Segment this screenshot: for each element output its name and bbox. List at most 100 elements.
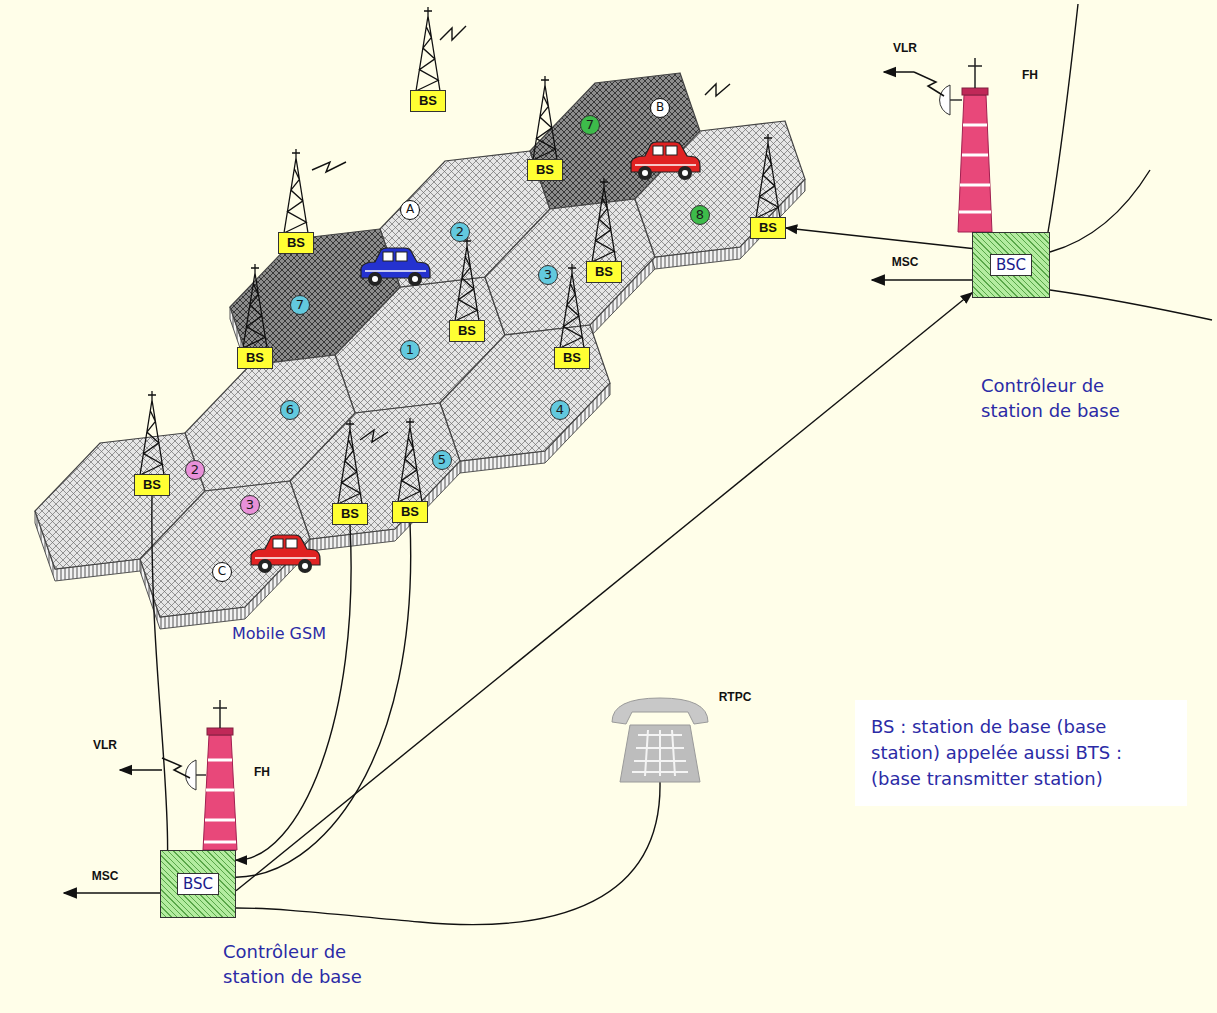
car-stripe: [365, 270, 426, 272]
base-station-box: BS: [134, 474, 170, 496]
signal-zigzag: [312, 26, 730, 442]
lattice-tower: [592, 187, 616, 262]
network-label: FH: [1022, 68, 1038, 82]
car-wheel: [408, 272, 422, 286]
cell-tops: [35, 73, 805, 617]
car-wheel: [638, 166, 652, 180]
msc-arrow: [64, 892, 160, 894]
lattice-tower: [416, 16, 440, 91]
cell-number: 3: [538, 265, 558, 285]
car: [361, 248, 430, 286]
tower-antenna: [148, 391, 156, 400]
bs-label: BS: [528, 160, 562, 180]
car-wheel: [298, 559, 312, 573]
network-label: VLR: [893, 41, 917, 55]
vlr-arrow: [884, 71, 914, 73]
network-label: RTPC: [719, 690, 752, 704]
car-wheel: [678, 166, 692, 180]
car-window: [653, 146, 663, 155]
tower-antenna: [600, 178, 608, 187]
cell-number: 1: [400, 340, 420, 360]
tower-antenna: [251, 264, 259, 273]
bs-label: BS: [393, 502, 427, 522]
antenna-towers: [140, 7, 780, 504]
radio-zigzag: [914, 72, 944, 96]
bsc-caption: Contrôleur de station de base: [223, 939, 388, 989]
base-station-box: BS: [278, 232, 314, 254]
mobile-letter: C: [212, 562, 232, 582]
dish: [940, 85, 950, 115]
mobile-cars: [251, 142, 700, 573]
mast-bands: [204, 760, 236, 842]
cell-number: 5: [432, 450, 452, 470]
lattice-tower: [284, 158, 308, 233]
bs-label: BS: [555, 348, 589, 368]
bs-label: BS: [751, 218, 785, 238]
base-station-box: BS: [527, 159, 563, 181]
cell-number: 7: [290, 295, 310, 315]
mast-antenna: [968, 58, 982, 88]
car-window: [286, 539, 297, 548]
lattice-tower: [455, 246, 479, 321]
car: [631, 142, 700, 180]
tower-antenna: [346, 420, 354, 429]
cell-number: 3: [240, 495, 260, 515]
radio-zigzag: [162, 758, 190, 778]
car-hub: [372, 276, 378, 282]
lattice-tower: [533, 85, 557, 160]
bs-label: BS: [279, 233, 313, 253]
network-label: VLR: [93, 738, 117, 752]
cell-number: 2: [185, 460, 205, 480]
phone-wire: [236, 782, 660, 925]
base-station-box: BS: [586, 261, 622, 283]
car-window: [383, 252, 393, 261]
relay-mast: [958, 95, 992, 232]
trunk-lines: [1048, 4, 1212, 320]
msc-arrow: [872, 279, 972, 281]
car-hub: [642, 170, 648, 176]
note-text: BS : station de base (base station) appe…: [871, 714, 1171, 792]
phone-handset: [612, 698, 708, 724]
dish: [186, 760, 196, 790]
car-window: [396, 252, 407, 261]
car-window: [666, 146, 677, 155]
car-window: [273, 539, 283, 548]
network-label: MSC: [892, 255, 919, 269]
bsc-label: BSC: [177, 873, 219, 895]
car-hub: [412, 276, 418, 282]
link-line: [236, 523, 411, 877]
cell-number: 4: [550, 400, 570, 420]
mast-cap: [207, 728, 233, 735]
car-hub: [682, 170, 688, 176]
base-station-box: BS: [392, 501, 428, 523]
link-line: [236, 525, 351, 860]
mobile-letter: A: [400, 200, 420, 220]
cell-number: 8: [690, 205, 710, 225]
base-station-box: BS: [410, 90, 446, 112]
cell-number: 6: [280, 400, 300, 420]
tower-antenna: [764, 134, 772, 143]
tower-antenna: [406, 418, 414, 427]
base-station-box: BS: [449, 320, 485, 342]
vlr-arrow: [120, 769, 162, 771]
mast-antenna: [213, 700, 227, 728]
network-label: MSC: [92, 869, 119, 883]
hex-cell: [440, 325, 610, 461]
hex-cell: [230, 229, 400, 365]
lattice-tower: [140, 400, 164, 475]
base-station-box: BS: [750, 217, 786, 239]
tower-antenna: [292, 149, 300, 158]
bsc-box: BSCContrôleur de station de base: [972, 232, 1050, 298]
lattice-tower: [560, 273, 584, 348]
note-box: BS : station de base (base station) appe…: [855, 700, 1187, 806]
link-line: [786, 228, 972, 249]
car-hub: [302, 563, 308, 569]
tower-antenna: [541, 76, 549, 85]
lattice-tower: [338, 429, 362, 504]
bs-label: BS: [135, 475, 169, 495]
car: [251, 535, 320, 573]
bs-label: BS: [587, 262, 621, 282]
hex-cell: [485, 199, 655, 335]
mast-cap: [962, 88, 988, 95]
